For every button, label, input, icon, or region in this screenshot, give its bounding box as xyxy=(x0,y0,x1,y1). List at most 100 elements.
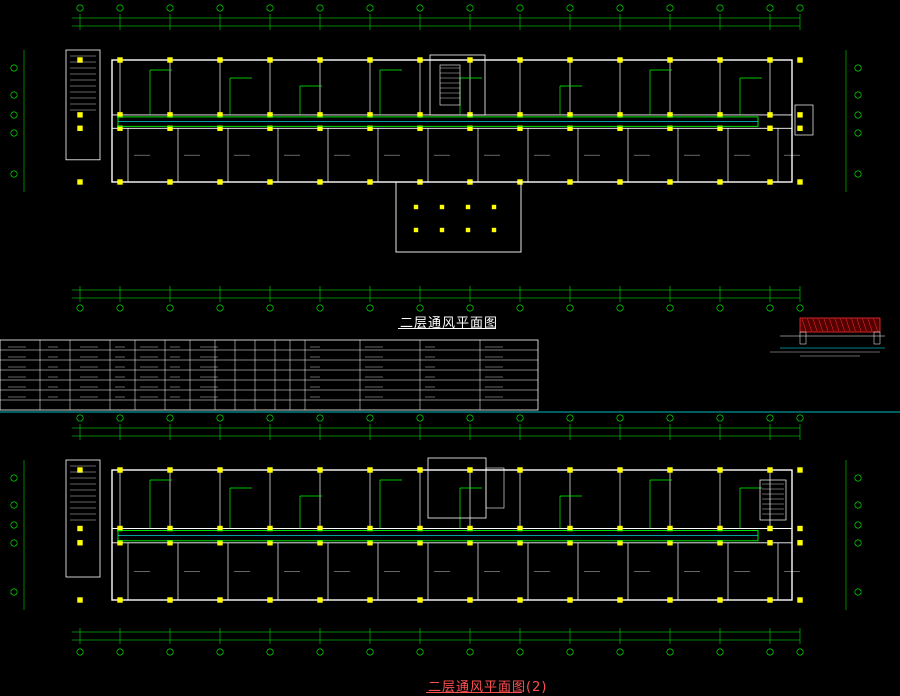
column xyxy=(517,112,523,118)
column xyxy=(77,597,83,603)
grid-bubble xyxy=(716,304,724,312)
grid-bubble xyxy=(416,304,424,312)
grid-bubble xyxy=(10,539,18,547)
column xyxy=(767,597,773,603)
grid-bubble xyxy=(716,648,724,656)
grid-bubble xyxy=(854,91,862,99)
grid-bubble xyxy=(316,304,324,312)
column xyxy=(797,112,803,118)
column xyxy=(667,597,673,603)
grid-bubble xyxy=(466,304,474,312)
column xyxy=(491,204,497,210)
column xyxy=(77,112,83,118)
column xyxy=(797,540,803,546)
slab-section xyxy=(799,317,881,333)
grid-bubble xyxy=(416,414,424,422)
column xyxy=(467,540,473,546)
column xyxy=(467,57,473,63)
grid-bubble xyxy=(316,648,324,656)
grid-bubble xyxy=(166,414,174,422)
column xyxy=(117,525,123,532)
column xyxy=(217,125,223,132)
column xyxy=(467,525,473,532)
column xyxy=(717,467,723,473)
column xyxy=(367,467,373,473)
column xyxy=(417,125,423,132)
column xyxy=(367,112,373,118)
grid-bubble xyxy=(854,521,862,529)
column xyxy=(667,112,673,118)
grid-bubble xyxy=(766,648,774,656)
column xyxy=(465,204,471,210)
grid-bubble xyxy=(366,414,374,422)
grid-bubble xyxy=(854,474,862,482)
grid-bubble xyxy=(366,4,374,12)
grid-bubble xyxy=(796,648,804,656)
column xyxy=(413,227,419,233)
stair-icon xyxy=(759,479,787,521)
column xyxy=(517,125,523,132)
lower-title-underline xyxy=(426,692,522,693)
column xyxy=(77,57,83,63)
column xyxy=(717,540,723,546)
hatch-line xyxy=(801,318,807,332)
column xyxy=(367,125,373,132)
column xyxy=(217,467,223,473)
grid-bubble xyxy=(516,414,524,422)
grid-bubble xyxy=(266,414,274,422)
support xyxy=(873,331,881,345)
column xyxy=(767,57,773,63)
column xyxy=(617,467,623,473)
grid-bubble xyxy=(796,4,804,12)
column xyxy=(167,112,173,118)
column xyxy=(317,597,323,603)
column xyxy=(77,467,83,473)
column xyxy=(167,540,173,546)
grid-bubble xyxy=(366,304,374,312)
column xyxy=(767,125,773,132)
column xyxy=(117,57,123,63)
column xyxy=(167,57,173,63)
column xyxy=(217,179,223,185)
section-detail-icon xyxy=(770,317,885,357)
grid-bubble xyxy=(266,4,274,12)
column xyxy=(567,179,573,185)
grid-bubble xyxy=(854,170,862,178)
upper-title-underline xyxy=(398,328,496,329)
column xyxy=(217,540,223,546)
column xyxy=(797,179,803,185)
grid-bubble xyxy=(766,304,774,312)
column xyxy=(517,597,523,603)
grid-bubble xyxy=(76,648,84,656)
column xyxy=(117,467,123,473)
column xyxy=(267,57,273,63)
building-outline xyxy=(111,469,793,601)
column xyxy=(367,179,373,185)
grid-bubble xyxy=(366,648,374,656)
column xyxy=(439,204,445,210)
grid-bubble xyxy=(266,648,274,656)
column xyxy=(77,540,83,546)
column xyxy=(465,227,471,233)
hatch-line xyxy=(829,318,834,332)
column xyxy=(317,57,323,63)
column xyxy=(417,112,423,118)
grid-bubble xyxy=(516,4,524,12)
column xyxy=(717,597,723,603)
column xyxy=(617,125,623,132)
grid-bubble xyxy=(266,304,274,312)
grid-bubble xyxy=(566,648,574,656)
column xyxy=(797,57,803,63)
column xyxy=(567,525,573,532)
grid-bubble xyxy=(616,304,624,312)
column xyxy=(767,467,773,473)
hatch-line xyxy=(807,318,812,332)
grid-bubble xyxy=(796,304,804,312)
elevator-icon xyxy=(485,467,505,509)
column xyxy=(517,525,523,532)
column xyxy=(317,112,323,118)
column xyxy=(417,525,423,532)
grid-bubble xyxy=(10,170,18,178)
grid-bubble xyxy=(10,64,18,72)
